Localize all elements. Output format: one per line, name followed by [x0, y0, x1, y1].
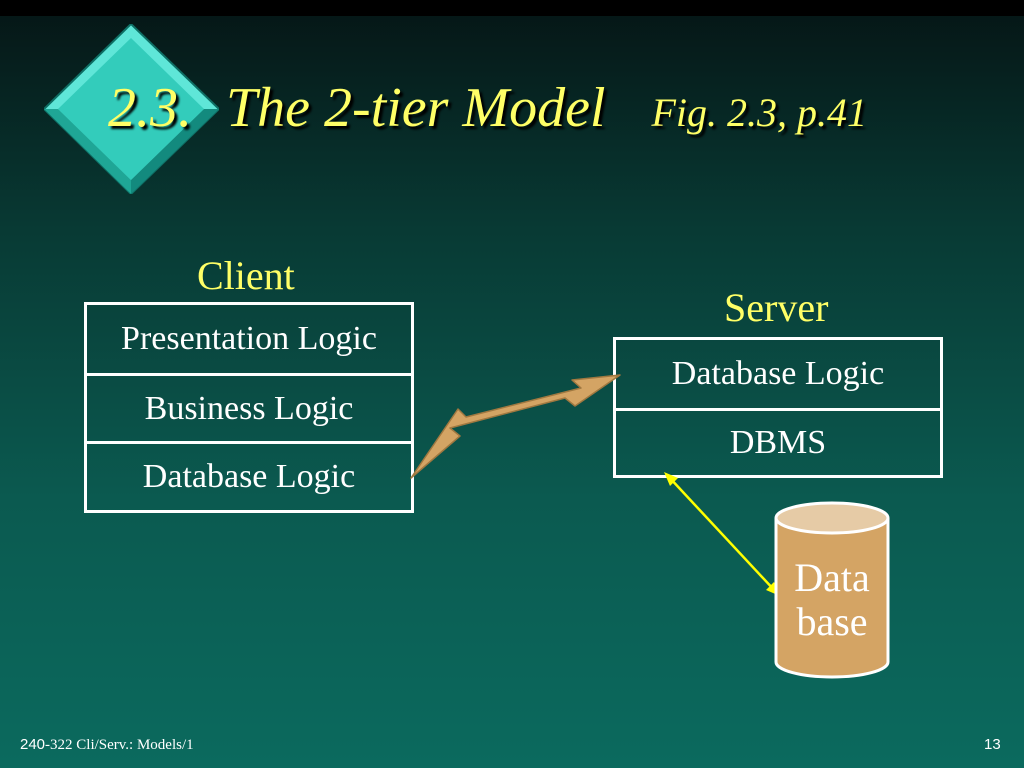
client-layer-business: Business Logic	[87, 373, 411, 441]
server-label: Server	[724, 285, 829, 330]
database-cylinder-icon	[774, 501, 890, 679]
database-label-line1: Data	[794, 555, 870, 600]
client-layer-database: Database Logic	[87, 441, 411, 510]
client-stack: Presentation Logic Business Logic Databa…	[84, 302, 414, 513]
diamond-bullet-icon	[44, 24, 219, 194]
footer-course-code: 240	[20, 736, 46, 753]
footer-course: 240-322 Cli/Serv.: Models/1	[20, 736, 194, 754]
database-label: Data base	[776, 556, 888, 644]
top-bar	[0, 0, 1024, 16]
footer-course-text: -322 Cli/Serv.: Models/1	[45, 737, 194, 753]
title-reference: Fig. 2.3, p.41	[651, 90, 868, 135]
page-number: 13	[984, 736, 1001, 753]
server-stack: Database Logic DBMS	[613, 337, 943, 478]
title-text: The 2-tier Model	[226, 77, 606, 139]
client-label: Client	[197, 253, 295, 298]
server-layer-dbms: DBMS	[616, 408, 940, 475]
title-number: 2.3.	[108, 77, 192, 139]
database-label-line2: base	[796, 599, 868, 644]
client-server-arrow	[410, 374, 621, 479]
client-layer-presentation: Presentation Logic	[121, 320, 377, 357]
server-layer-database: Database Logic	[671, 355, 885, 392]
slide-title: 2.3. The 2-tier Model Fig. 2.3, p.41	[108, 76, 867, 140]
dbms-database-link	[664, 472, 780, 596]
